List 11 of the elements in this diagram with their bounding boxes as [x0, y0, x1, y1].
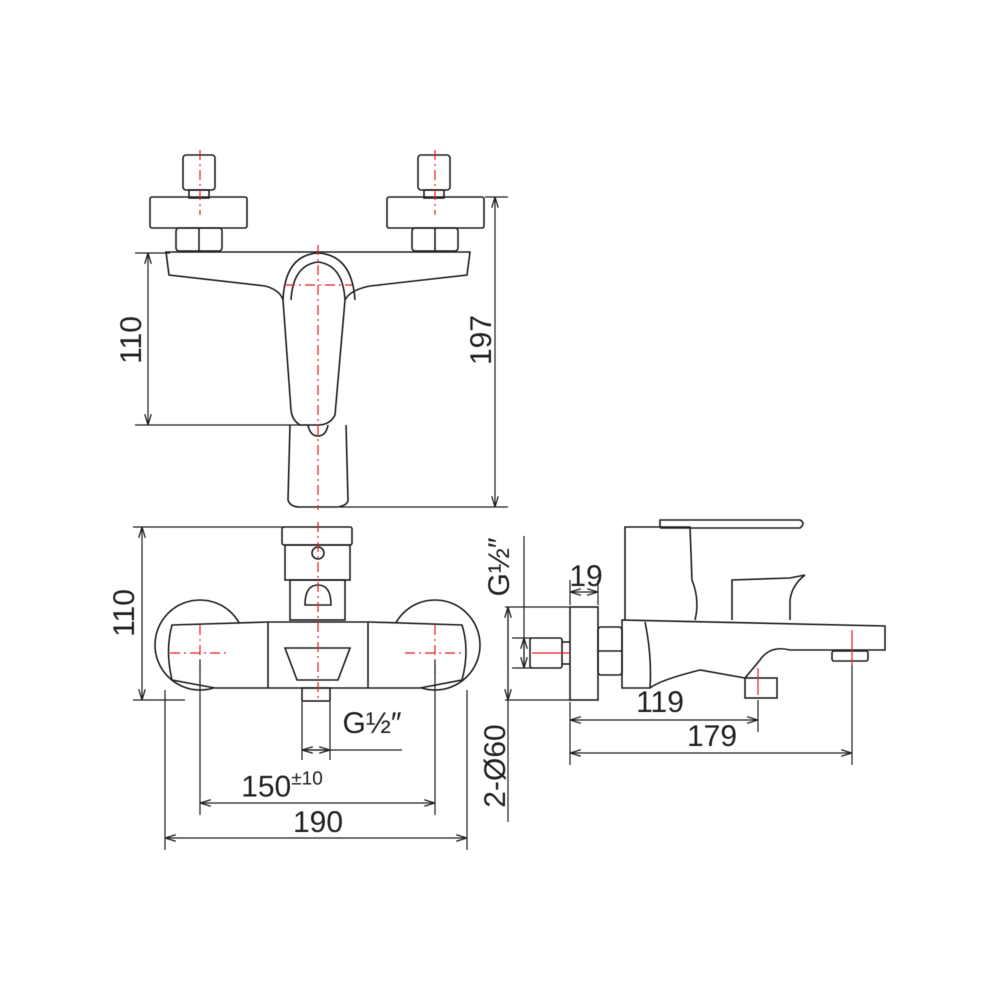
dimension-value: 110 — [110, 589, 140, 637]
dimension-value: 2-Ø60 — [481, 724, 511, 808]
dimension-value: 110 — [117, 316, 147, 364]
dimension-value: 150$^{±10}$ — [241, 770, 323, 802]
dimension-value: G½″ — [342, 709, 402, 739]
dimension-value: 197 — [467, 314, 497, 366]
dimension-value: G½″ — [485, 538, 515, 596]
dimension-value: 19 — [569, 562, 603, 592]
dimension-value: 119 — [636, 688, 684, 718]
dimension-value: 190 — [292, 808, 344, 838]
dimension-value: 179 — [686, 722, 738, 752]
